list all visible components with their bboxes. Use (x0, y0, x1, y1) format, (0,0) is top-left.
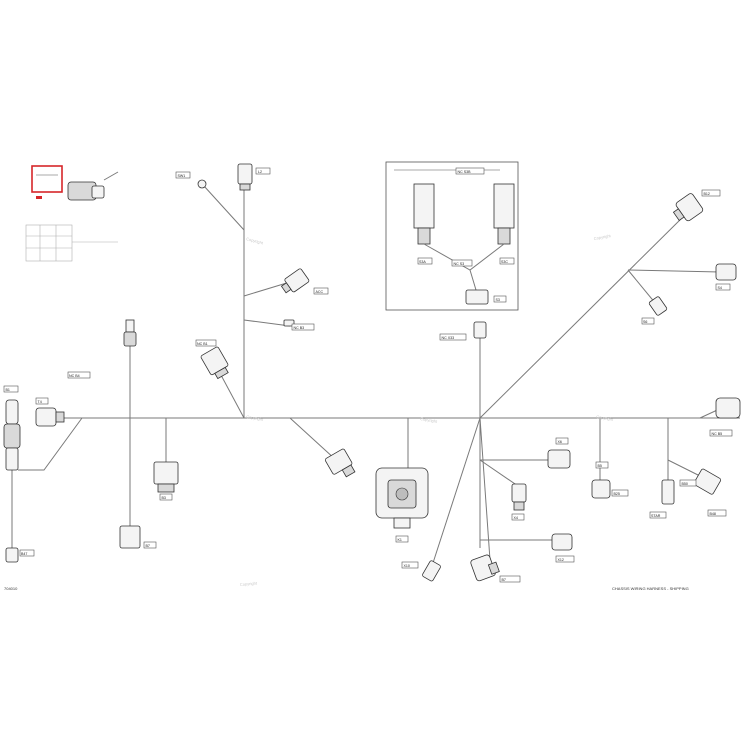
callout: NC S3 (454, 262, 465, 266)
callout: K1 (398, 538, 402, 542)
callout: B7 (502, 578, 506, 582)
thumbnail-part (67, 171, 119, 201)
harness-wires (11, 185, 740, 567)
callout: B12 (704, 192, 710, 196)
callout: X6 (558, 440, 562, 444)
watermarks: Copyright Copyright Copyright Copyright … (240, 233, 615, 587)
index-thumbnail (25, 165, 119, 262)
ecu-module[interactable] (375, 467, 429, 529)
callout: T4 (38, 400, 42, 404)
callout: NC B5 (712, 432, 723, 436)
callout: NC X33 (442, 336, 455, 340)
callout: B1 (6, 388, 10, 392)
watermark: Copyright (246, 236, 265, 245)
callout: B25 (614, 492, 620, 496)
callout-labels: SW1 L2 ACC NC B3 NC B1 NC B4 B1 T4 B47 B… (3, 167, 733, 583)
footer-title: CHASSIS WIRING HARNESS - SHIPPING (612, 586, 689, 591)
watermark: Copyright (420, 416, 439, 424)
callout: B48 (710, 512, 716, 516)
watermark: Copyright (246, 414, 265, 422)
callout: X4 (514, 516, 518, 520)
inset-detail (385, 161, 519, 311)
watermark: Copyright (240, 580, 258, 587)
callout: B3 (162, 496, 166, 500)
callout: ACC (316, 290, 324, 294)
callout: B47 (21, 552, 27, 556)
highlight-box[interactable] (31, 165, 63, 193)
callout: S3 (496, 298, 500, 302)
callout: B50 (682, 482, 688, 486)
callout: B5 (598, 464, 602, 468)
thumbnail-schematic (25, 224, 118, 262)
callout: NC B3 (294, 326, 305, 330)
callout: NC B4 (69, 374, 80, 378)
callout: S3C (501, 260, 508, 264)
callout: X12 (558, 558, 564, 562)
callout: B7 (146, 544, 150, 548)
callout: NC B1 (197, 342, 208, 346)
callout: L2 (258, 170, 262, 174)
callout: X10 (404, 564, 410, 568)
watermark: Copyright (596, 414, 615, 422)
callout: SW1 (178, 174, 186, 178)
callout: S6 (643, 320, 647, 324)
callout: S3A (419, 260, 426, 264)
callout: STAR (651, 514, 661, 518)
callout: S4 (718, 286, 722, 290)
footer-code: 704010 (4, 586, 18, 591)
watermark: Copyright (593, 233, 612, 241)
callout: NC S3B (458, 170, 472, 174)
components (3, 163, 741, 582)
